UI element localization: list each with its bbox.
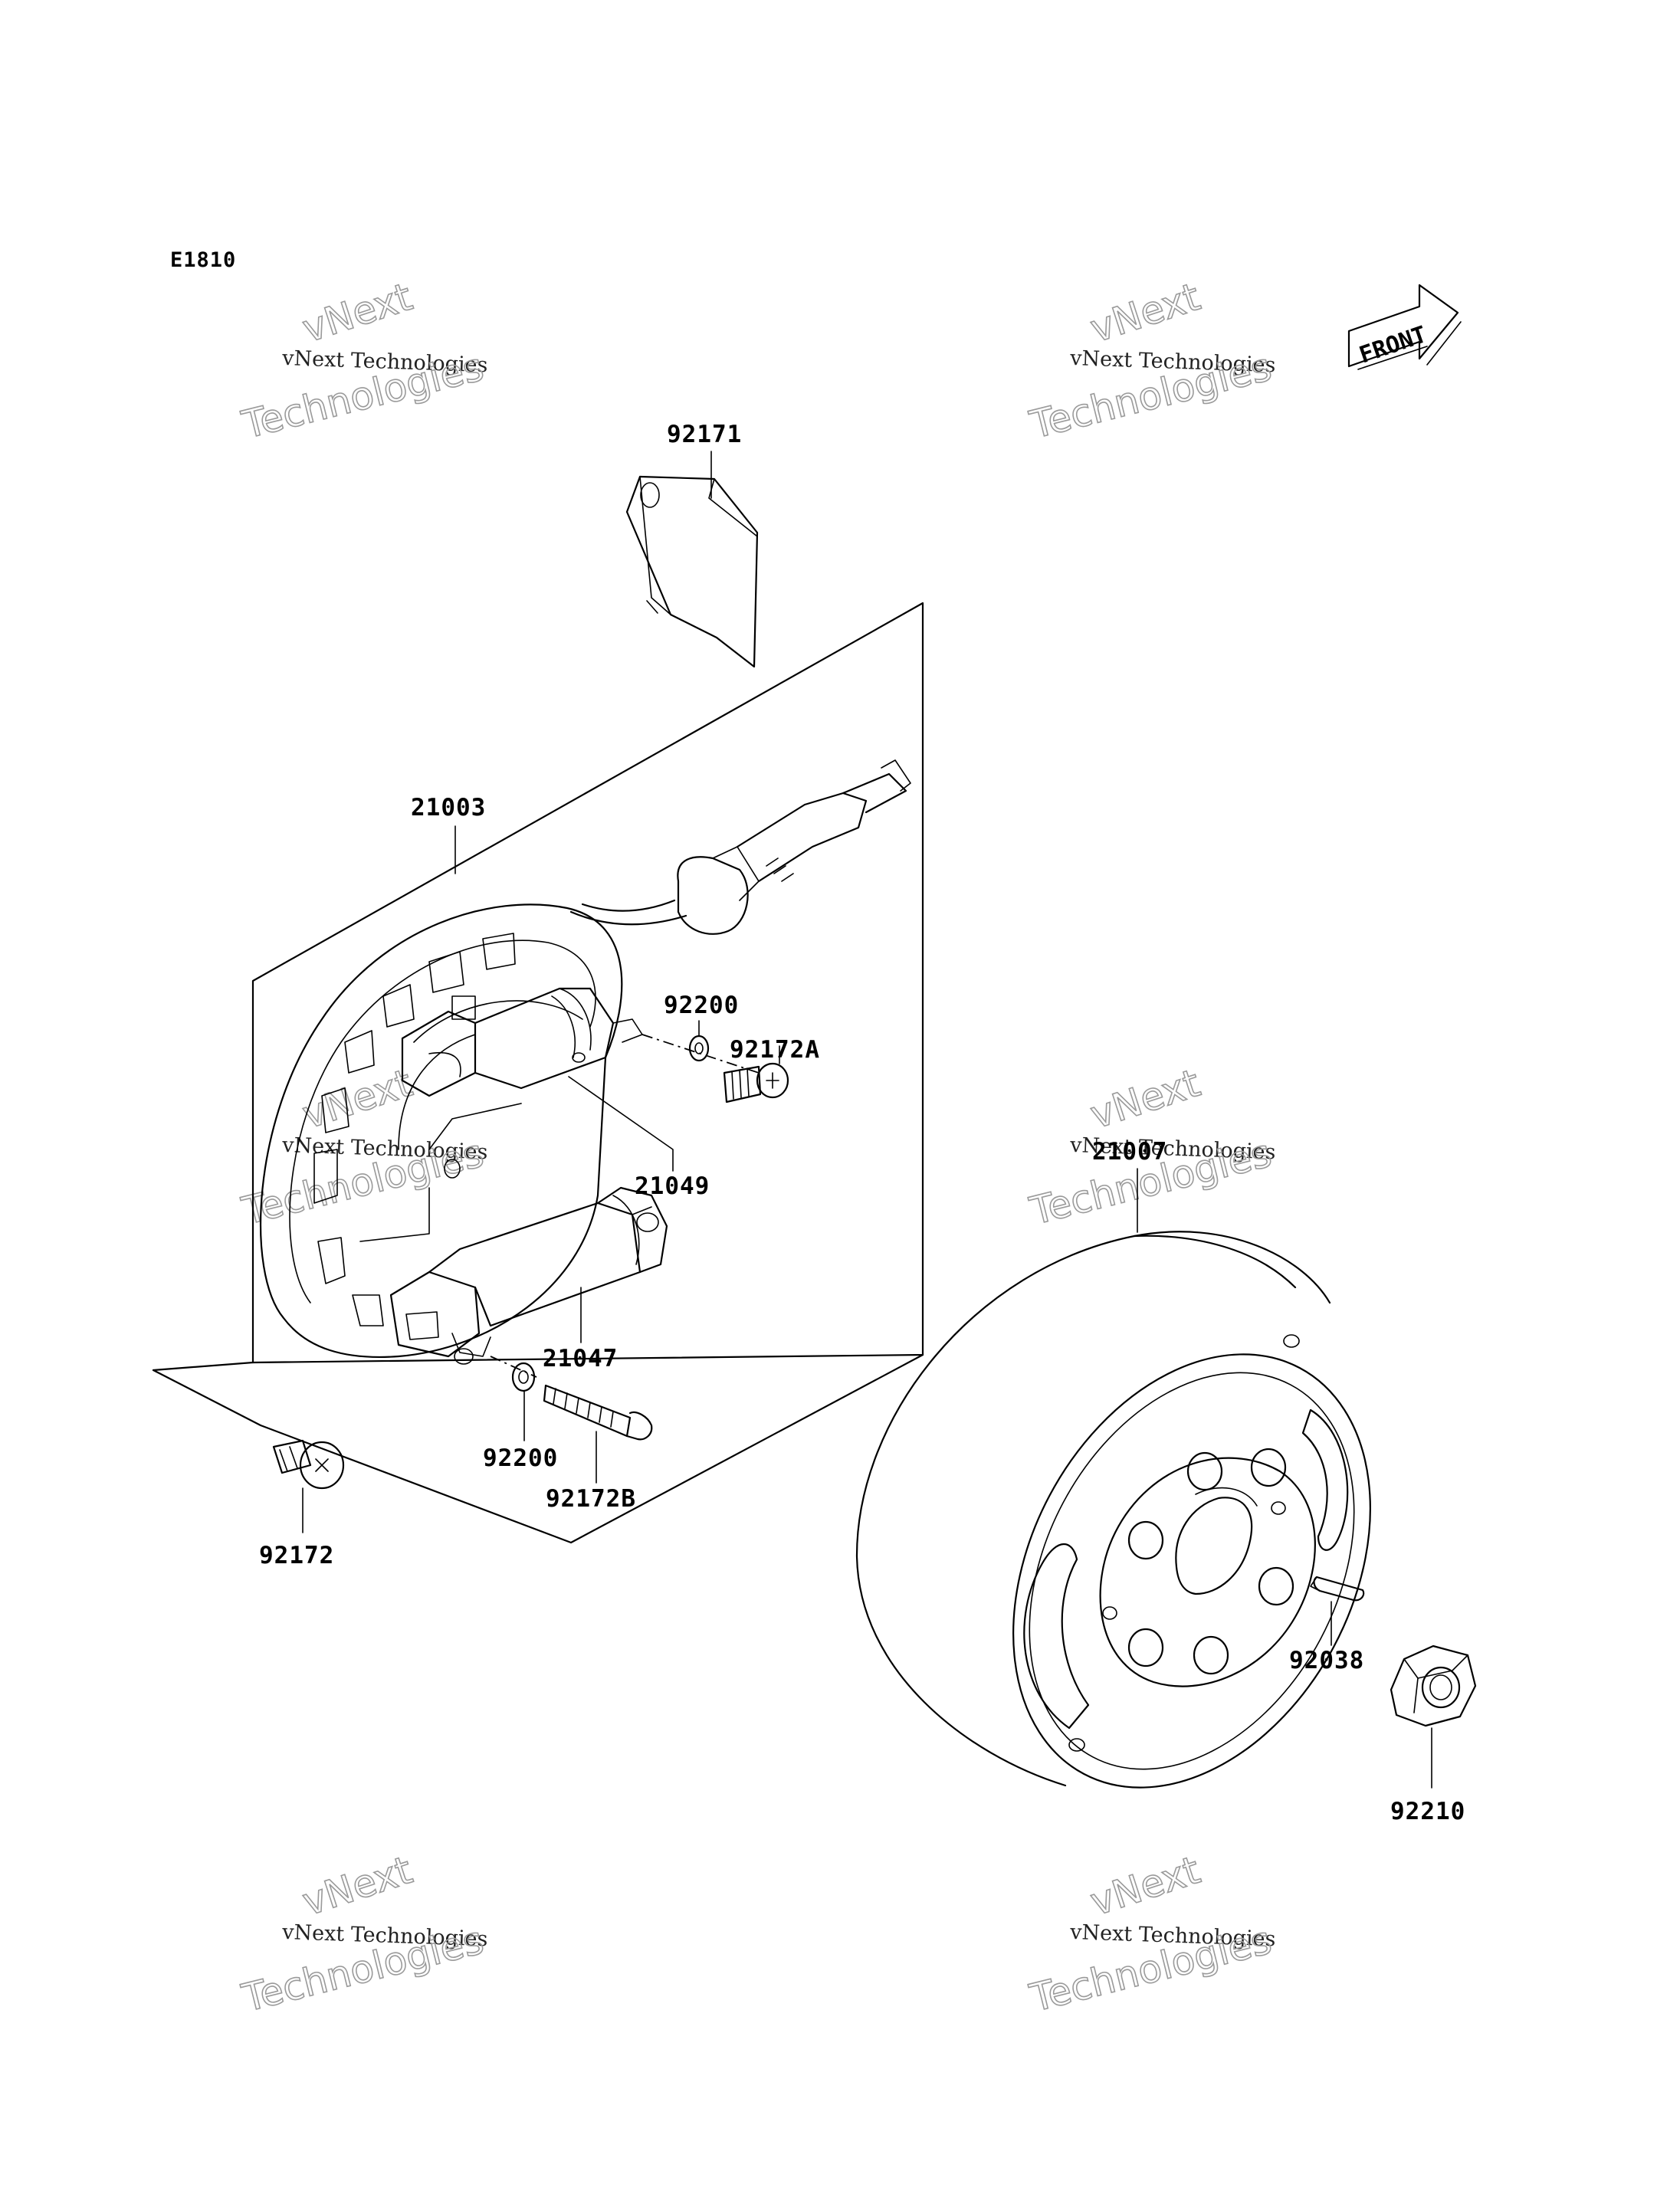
part-label-92200-lower: 92200 <box>483 1444 558 1472</box>
part-label-21049: 21049 <box>635 1172 710 1200</box>
svg-text:vNext: vNext <box>1085 274 1206 351</box>
watermark: vNext vNext Technologies Technologies <box>237 274 488 448</box>
svg-text:vNext: vNext <box>1085 1848 1206 1924</box>
svg-text:vNext: vNext <box>297 1061 418 1137</box>
leader-21049 <box>568 1076 674 1172</box>
part-label-92038: 92038 <box>1289 1647 1364 1674</box>
pulser-coil-21049 <box>401 987 643 1097</box>
screw-92172B <box>543 1384 653 1441</box>
part-label-92172B: 92172B <box>546 1485 636 1513</box>
part-label-21003: 21003 <box>411 794 486 821</box>
stator-plate-21003 <box>259 903 623 1359</box>
woodruff-key-92038 <box>1310 1576 1365 1602</box>
part-label-21007: 21007 <box>1092 1138 1167 1166</box>
diagram-code: E1810 <box>170 248 236 272</box>
svg-text:vNext: vNext <box>297 274 418 351</box>
washer-92200-upper <box>688 1035 710 1062</box>
part-label-92172: 92172 <box>259 1542 334 1569</box>
part-label-21047: 21047 <box>543 1345 618 1372</box>
watermark: vNext vNext Technologies Technologies <box>1025 274 1276 448</box>
svg-text:vNext: vNext <box>297 1848 418 1924</box>
flange-nut-92210 <box>1390 1644 1477 1727</box>
exciter-coil-21047 <box>389 1186 668 1365</box>
stator-assembly-frame <box>251 602 924 1364</box>
screw-92172A <box>723 1062 789 1103</box>
stator-group-bracket <box>152 1353 924 1544</box>
mount-axis-lower <box>490 1356 537 1378</box>
part-label-92171: 92171 <box>667 421 742 448</box>
part-label-92210: 92210 <box>1390 1798 1465 1825</box>
front-direction-arrow: FRONT <box>1347 284 1462 370</box>
front-label: FRONT <box>1356 321 1430 369</box>
flywheel-rotor-21007 <box>855 1231 1371 1789</box>
wiring-harness <box>569 759 911 935</box>
watermark: vNext vNext Technologies Technologies <box>237 1060 488 1234</box>
watermark: vNext vNext Technologies Technologies <box>1025 1847 1276 2021</box>
washer-92200-lower <box>511 1362 536 1392</box>
watermark: vNext vNext Technologies Technologies <box>237 1847 488 2021</box>
part-label-92200-upper: 92200 <box>664 992 739 1019</box>
bolt-92172 <box>272 1439 345 1490</box>
bracket-plate-92171 <box>625 475 759 668</box>
part-label-92172A: 92172A <box>730 1036 820 1064</box>
svg-text:vNext: vNext <box>1085 1061 1206 1137</box>
